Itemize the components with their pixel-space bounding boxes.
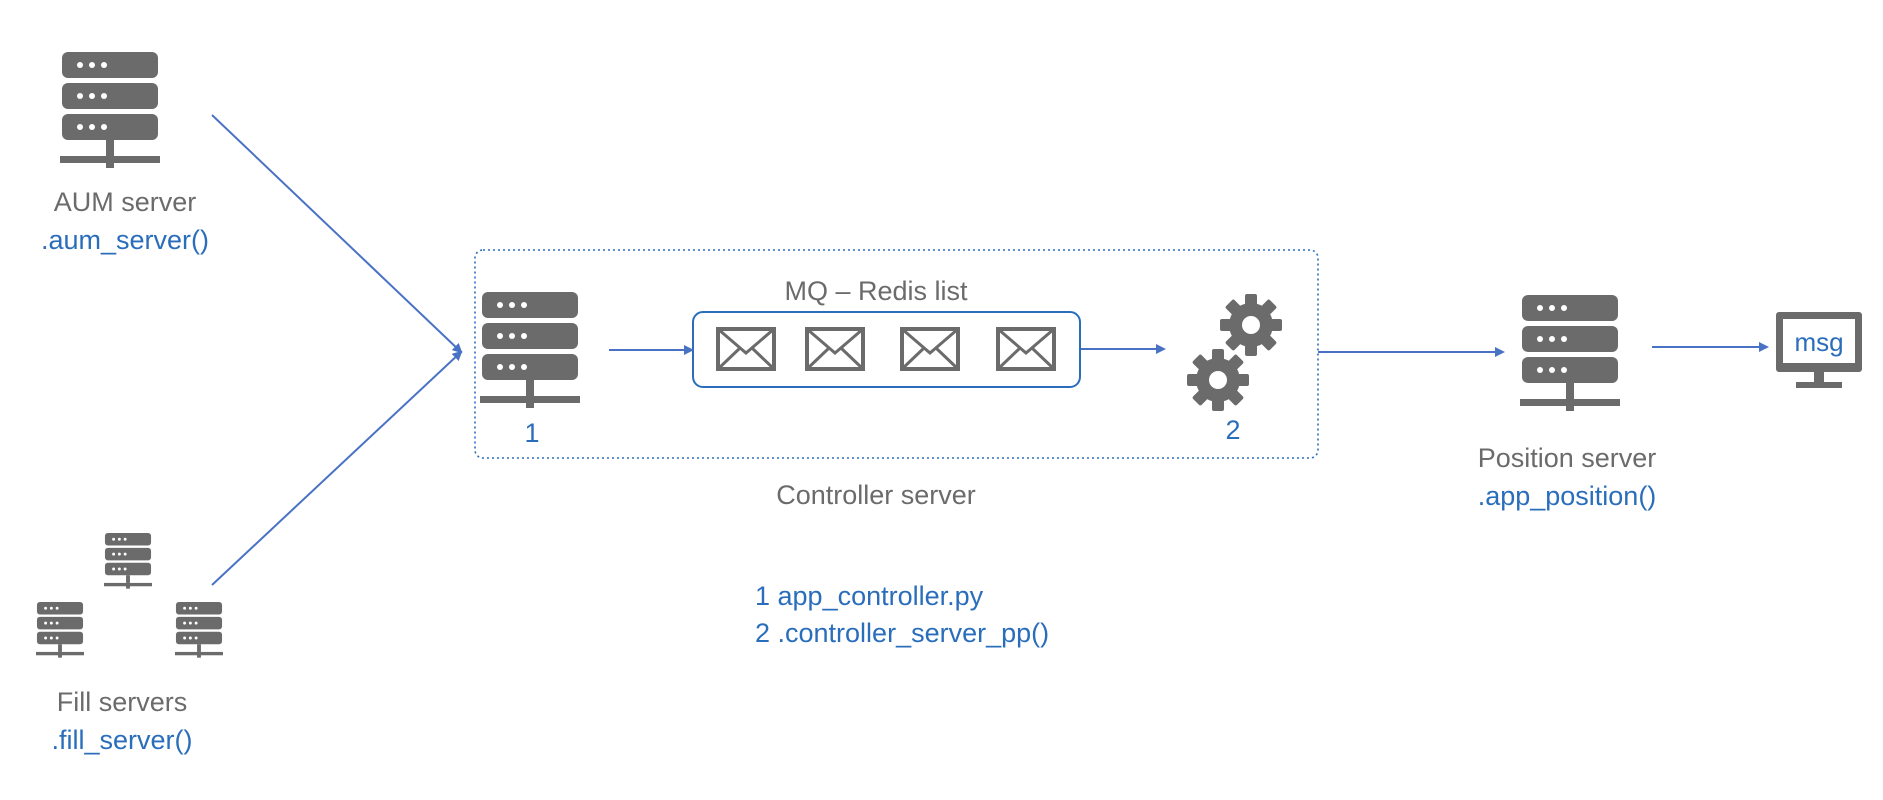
fill-server-icon (104, 533, 152, 589)
mq-title: MQ – Redis list (784, 276, 968, 306)
envelope-icon (900, 327, 960, 371)
gear-icon (1187, 349, 1249, 411)
monitor-icon (1776, 312, 1862, 388)
envelope-icon (996, 327, 1056, 371)
controller-server-caption: Controller server (776, 480, 976, 510)
step-1-marker: 1 (524, 418, 540, 448)
controller-server-box (474, 249, 1319, 459)
position-server-label: Position server (1477, 443, 1657, 473)
fill-server-icon (175, 602, 223, 658)
monitor-msg-label: msg (1794, 327, 1844, 357)
arrow-aum-to-controller (211, 114, 463, 354)
arrow-fill-to-controller (211, 350, 463, 586)
aum-server-label: AUM server (53, 187, 197, 217)
step-2-marker: 2 (1225, 415, 1241, 445)
aum-server-icon (60, 52, 160, 168)
gear-icon (1220, 294, 1282, 356)
position-server-icon (1520, 295, 1620, 411)
fill-server-icon (36, 602, 84, 658)
controller-server-icon (480, 292, 580, 408)
envelope-icon (805, 327, 865, 371)
fill-server-function: .fill_server() (51, 725, 193, 755)
note-line-1: 1 app_controller.py (755, 581, 984, 611)
position-server-function: .app_position() (1477, 481, 1657, 511)
note-line-2: 2 .controller_server_pp() (755, 618, 1050, 648)
aum-server-function: .aum_server() (40, 225, 210, 255)
envelope-icon (716, 327, 776, 371)
fill-servers-label: Fill servers (56, 687, 188, 717)
